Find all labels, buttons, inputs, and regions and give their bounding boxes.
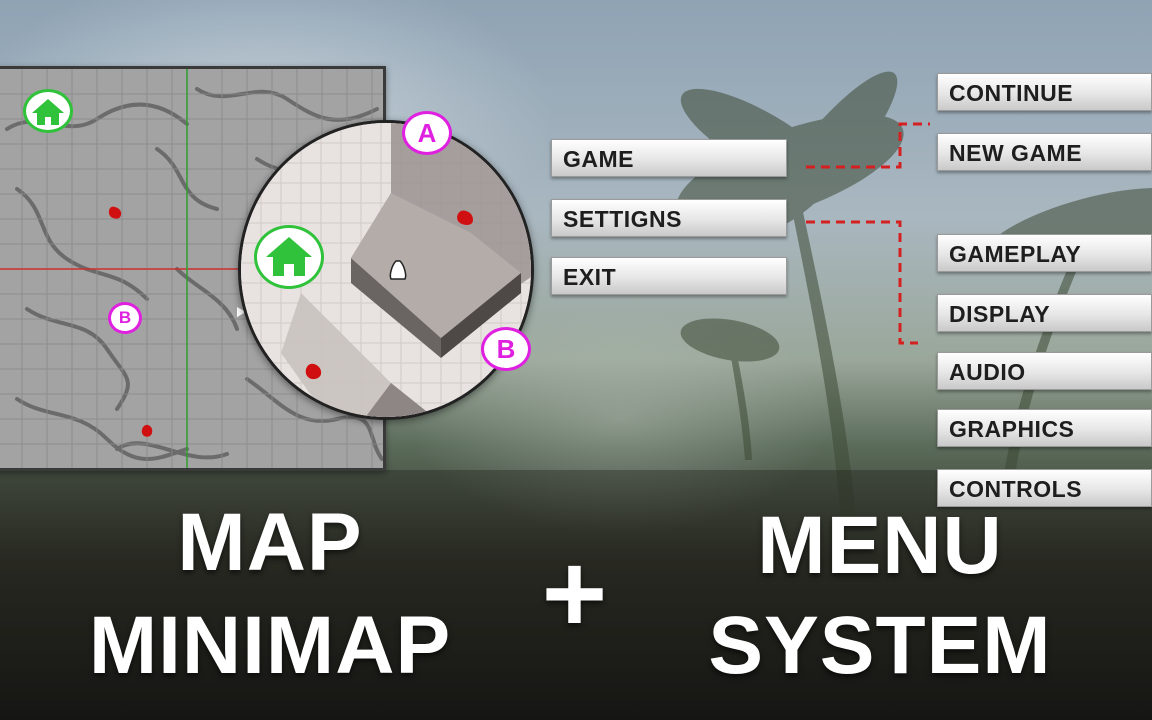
new-game-button[interactable]: NEW GAME [937, 133, 1152, 171]
minimap-terrain [241, 123, 531, 417]
controls-button[interactable]: CONTROLS [937, 469, 1152, 507]
enemy-marker-icon [305, 363, 322, 380]
title-minimap: MINIMAP [88, 600, 452, 691]
enemy-marker-icon [457, 210, 473, 225]
title-menu: MENU [757, 500, 1003, 591]
player-arrow-icon [389, 260, 407, 280]
game-button[interactable]: GAME [551, 139, 787, 177]
title-system: SYSTEM [708, 600, 1052, 691]
gameplay-button[interactable]: GAMEPLAY [937, 234, 1152, 272]
continue-button[interactable]: CONTINUE [937, 73, 1152, 111]
home-icon[interactable] [23, 89, 73, 133]
audio-button[interactable]: AUDIO [937, 352, 1152, 390]
title-plus: + [541, 531, 609, 656]
graphics-button[interactable]: GRAPHICS [937, 409, 1152, 447]
exit-button[interactable]: EXIT [551, 257, 787, 295]
map-marker-b[interactable]: B [108, 302, 142, 334]
home-icon[interactable] [254, 225, 324, 289]
enemy-marker-icon [108, 206, 122, 219]
title-map: MAP [177, 497, 363, 588]
settings-button[interactable]: SETTIGNS [551, 199, 787, 237]
display-button[interactable]: DISPLAY [937, 294, 1152, 332]
minimap-marker-a[interactable]: A [402, 111, 452, 155]
minimap-marker-b[interactable]: B [481, 327, 531, 371]
enemy-marker-icon [141, 424, 153, 437]
